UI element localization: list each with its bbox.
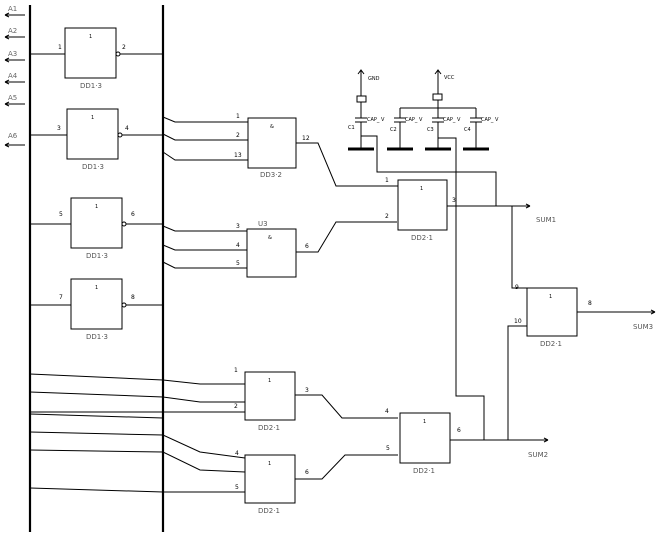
power-decoupling: GND VCC C1 CAP_ V C2 CAP_ V C3 CAP_ V: [348, 69, 499, 440]
net-label-sum3: SUM3: [633, 323, 653, 331]
gnd-label: GND: [368, 76, 380, 82]
and-gate-dd3-2: & 1 2 13 12 DD3·2: [162, 113, 398, 187]
gate-ref: DD2·1: [258, 424, 280, 432]
gate-symbol: 1: [95, 285, 98, 291]
and-gate-u3: & 3 4 5 6 U3: [162, 220, 397, 278]
cap-value-c2: CAP_ V: [405, 117, 423, 123]
gate-symbol: 1: [268, 461, 271, 467]
gate-symbol: 1: [95, 204, 98, 210]
cap-value-c3: CAP_ V: [443, 117, 461, 123]
or-gate-dd2-1-sum2: 1 4 5 6 DD2·1 SUM2: [385, 408, 549, 475]
gate-ref: DD2·1: [540, 340, 562, 348]
pin-in: 1: [58, 44, 62, 51]
gate-symbol: 1: [420, 186, 423, 192]
port-arrowheads: [4, 12, 10, 148]
pin-out: 3: [305, 387, 309, 394]
pin-out: 6: [457, 427, 461, 434]
gate-symbol: &: [268, 235, 272, 241]
cap-value-c4: CAP_ V: [481, 117, 499, 123]
gate-ref: DD3·2: [260, 171, 282, 179]
gate-ref: DD2·1: [413, 467, 435, 475]
pin-out: 4: [125, 125, 129, 132]
pin-in-1: 4: [385, 408, 389, 415]
inverter-dd1-3-d: 1 7 8 DD1·3: [30, 278, 163, 341]
gate-symbol: 1: [268, 378, 271, 384]
gate-ref: DD1·3: [86, 252, 108, 260]
pin-out: 8: [131, 294, 135, 301]
pin-in: 7: [59, 294, 63, 301]
gate-symbol: 1: [549, 294, 552, 300]
or-gate-dd2-1-sum3: 1 9 10 8 DD2·1 SUM3: [507, 206, 656, 440]
gate-ref: DD1·3: [80, 82, 102, 90]
port-label-a6: A6: [8, 132, 18, 140]
pin-out: 3: [452, 197, 456, 204]
port-label-a5: A5: [8, 94, 17, 102]
net-label-sum2: SUM2: [528, 451, 548, 459]
net-label-sum1: SUM1: [536, 216, 556, 224]
port-label-a3: A3: [8, 50, 17, 58]
or-gate-dd2-1-c: 1 1 2 3 DD2·1: [29, 367, 398, 432]
pin-out: 6: [305, 469, 309, 476]
inverter-dd1-3-c: 1 5 6 DD1·3: [30, 197, 163, 260]
pin-in-1: 1: [385, 177, 389, 184]
or-gate-dd2-1-sum1: 1 1 2 3 DD2·1 SUM1: [385, 177, 556, 242]
gate-ref: DD1·3: [82, 163, 104, 171]
inverter-dd1-3-b: 1 3 4 DD1·3: [30, 108, 163, 171]
pin-in: 5: [59, 211, 63, 218]
pin-in-2: 2: [234, 403, 238, 410]
pin-in-1: 3: [236, 223, 240, 230]
gate-symbol: 1: [423, 419, 426, 425]
pin-out: 6: [131, 211, 135, 218]
cap-ref-c4: C4: [464, 127, 471, 133]
cap-value-c1: CAP_ V: [367, 117, 385, 123]
pin-in-2: 5: [235, 484, 239, 491]
pin-in-1: 1: [236, 113, 240, 120]
cap-ref-c2: C2: [390, 127, 397, 133]
pin-in-1: 9: [515, 284, 519, 291]
pin-in-3: 5: [236, 260, 240, 267]
pin-out: 8: [588, 300, 592, 307]
pin-in-3: 13: [234, 152, 242, 159]
port-label-a1: A1: [8, 5, 17, 13]
pin-in-2: 10: [514, 318, 522, 325]
cap-ref-c1: C1: [348, 125, 355, 131]
gate-ref: DD2·1: [411, 234, 433, 242]
gate-symbol: &: [270, 124, 274, 130]
vcc-label: VCC: [444, 75, 455, 81]
pin-in-1: 1: [234, 367, 238, 374]
pin-out: 12: [302, 135, 310, 142]
gate-ref: DD2·1: [258, 507, 280, 515]
gate-symbol: 1: [91, 115, 94, 121]
cap-ref-c3: C3: [427, 127, 434, 133]
pin-in-1: 4: [235, 450, 239, 457]
pin-in-2: 2: [236, 132, 240, 139]
gate-ref: DD1·3: [86, 333, 108, 341]
gate-ref: U3: [258, 220, 268, 228]
pin-out: 2: [122, 44, 126, 51]
pin-in-2: 5: [386, 445, 390, 452]
pin-in-2: 4: [236, 242, 240, 249]
or-gate-dd2-1-d: 1 4 5 6 DD2·1: [29, 413, 398, 515]
pin-in-2: 2: [385, 213, 389, 220]
port-label-a2: A2: [8, 27, 17, 35]
gate-symbol: 1: [89, 34, 92, 40]
pin-in: 3: [57, 125, 61, 132]
port-label-a4: A4: [8, 72, 18, 80]
pin-out: 6: [305, 243, 309, 250]
input-ports: A1 A2 A3 A4 A5 A6: [4, 5, 25, 148]
inverter-dd1-3-a: 1 1 2 DD1·3: [30, 27, 163, 90]
